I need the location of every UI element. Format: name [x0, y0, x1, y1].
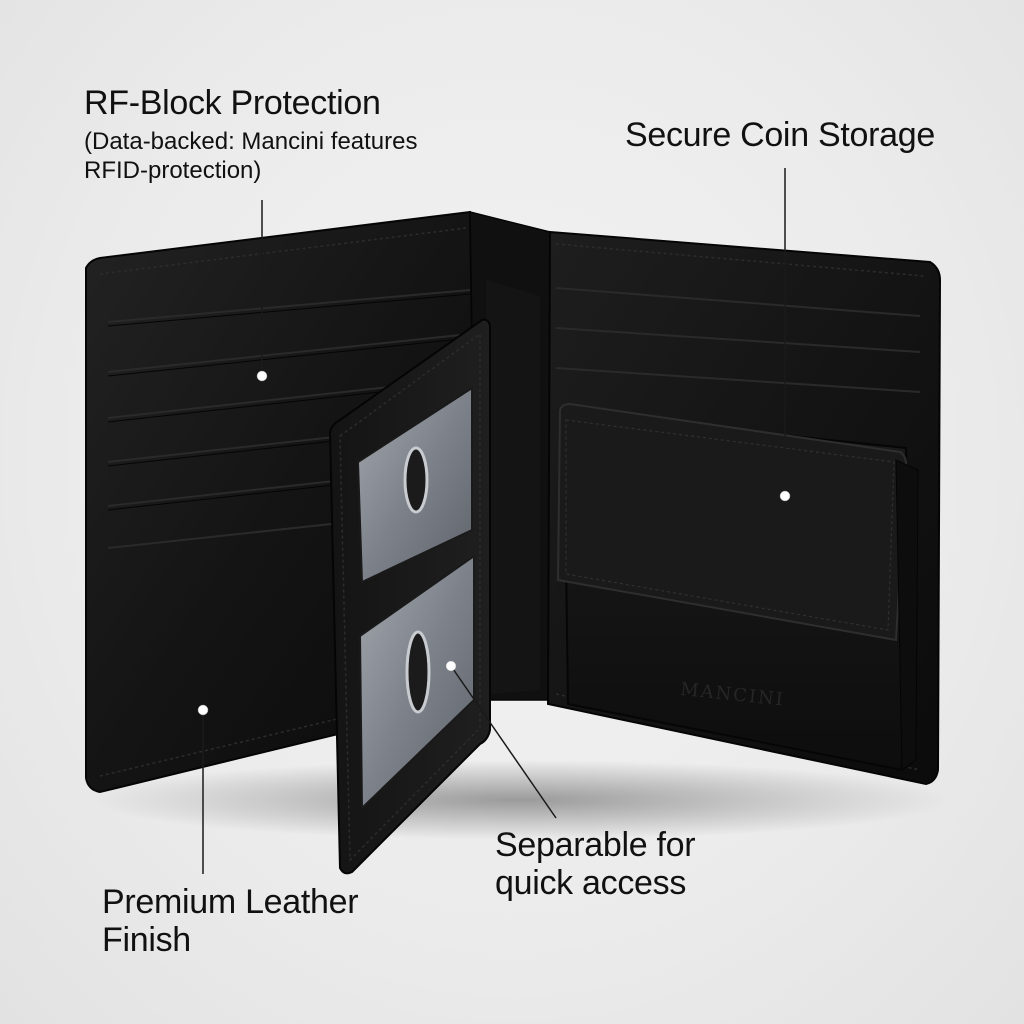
separable-id-flap [328, 318, 491, 875]
wallet-shadow [90, 760, 950, 840]
callout-dot-icon [256, 370, 268, 382]
thumb-cutout-bottom [405, 630, 431, 714]
callout-dot-icon [197, 704, 209, 716]
separable-title: Separable for quick access [495, 826, 696, 903]
rf-block-subtitle: (Data-backed: Mancini features RFID-prot… [84, 128, 418, 184]
thumb-cutout-top [403, 446, 429, 514]
callout-dot-icon [445, 660, 457, 672]
coin-pocket-icon [556, 402, 919, 772]
right-card-slots [555, 287, 921, 393]
callout-dot-icon [779, 490, 791, 502]
premium-leather-title: Premium Leather Finish [102, 883, 359, 960]
rf-block-title: RF-Block Protection [84, 84, 381, 122]
callout-lines [202, 168, 786, 874]
coin-storage-title: Secure Coin Storage [625, 116, 935, 154]
